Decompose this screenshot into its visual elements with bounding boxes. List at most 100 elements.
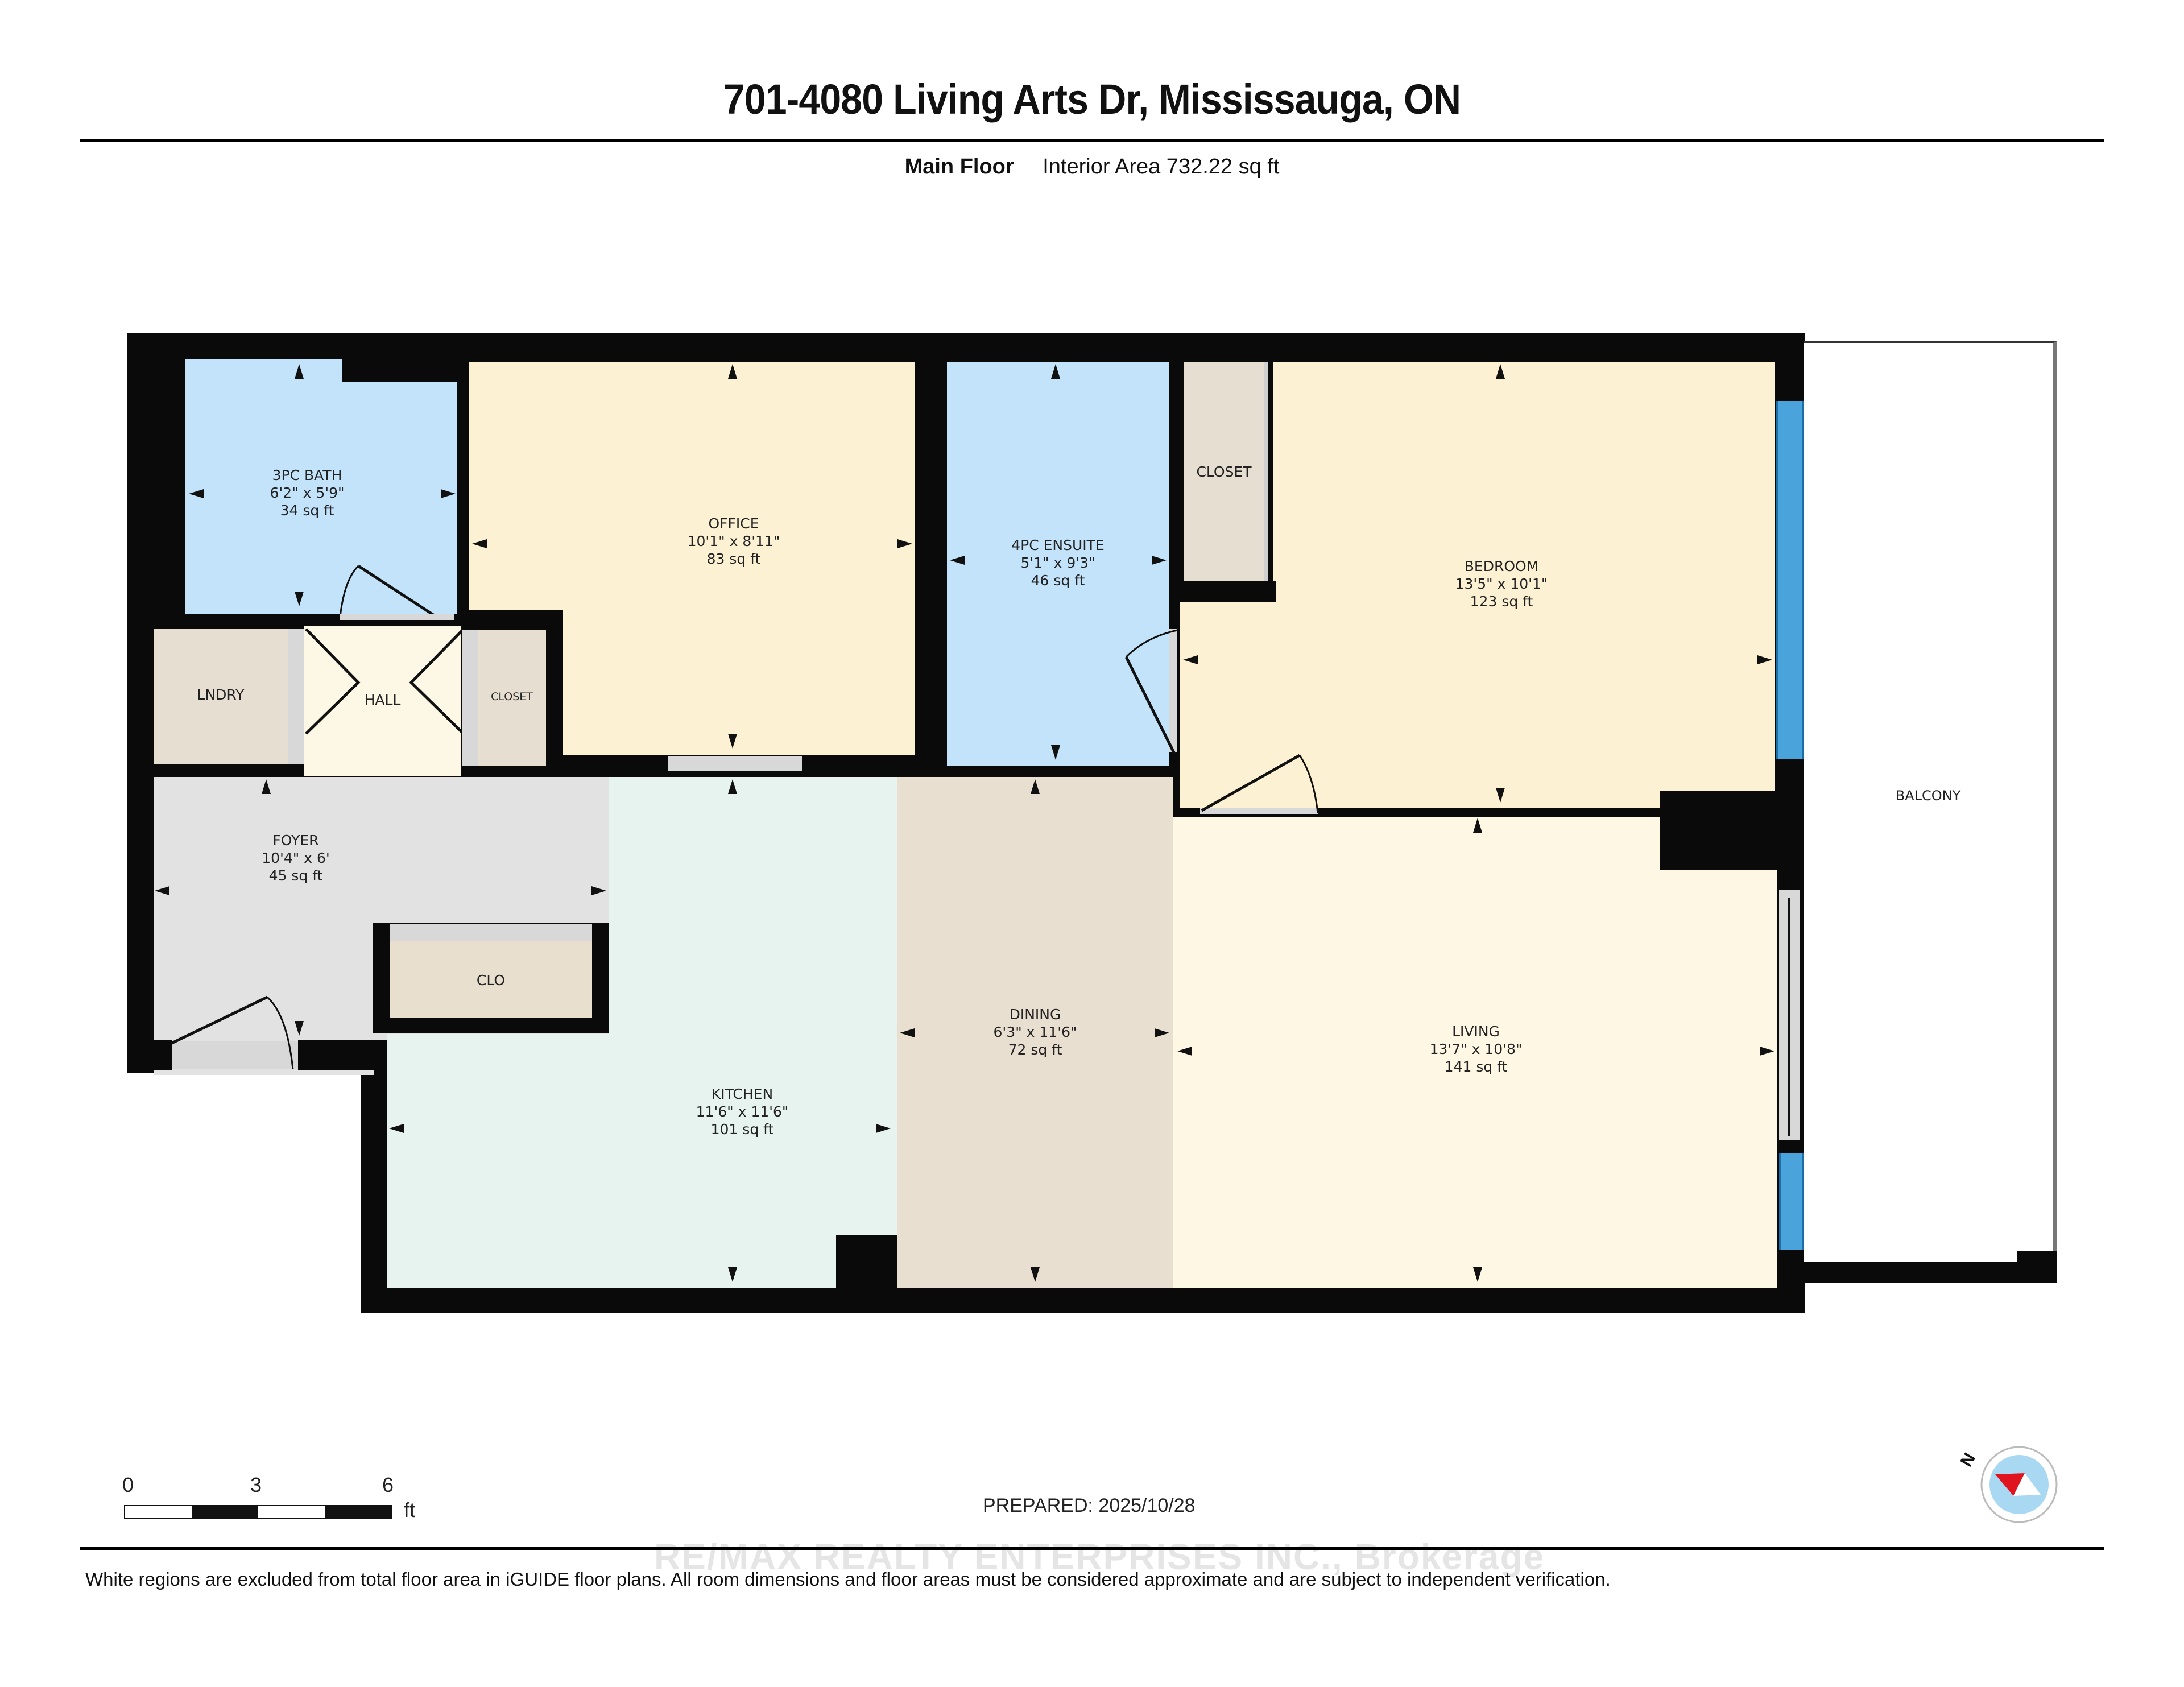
dim-arrow-icon xyxy=(189,489,204,498)
page-title: 701-4080 Living Arts Dr, Mississauga, ON xyxy=(723,76,1461,123)
dim-arrow-icon xyxy=(1496,788,1505,803)
dim-arrow-icon xyxy=(1496,364,1505,379)
room-label-foyer: FOYER 10'4" x 6' 45 sq ft xyxy=(262,832,330,884)
living-column xyxy=(1660,791,1780,870)
bedroom-door-opening xyxy=(1200,808,1318,814)
room-hall[interactable] xyxy=(304,626,461,776)
room-label-kitchen: KITCHEN 11'6" x 11'6" 101 sq ft xyxy=(696,1086,789,1138)
balcony-door-track xyxy=(1788,898,1790,1136)
foyer-bottom-wall-right xyxy=(298,1040,383,1070)
room-3pc-bath[interactable] xyxy=(185,359,457,614)
room-clo[interactable] xyxy=(390,941,592,1018)
room-dining[interactable] xyxy=(897,777,1173,1288)
interior-area: Interior Area 732.22 sq ft xyxy=(1043,155,1280,179)
footer-disclaimer: White regions are excluded from total fl… xyxy=(85,1569,1611,1590)
laundry-door xyxy=(288,629,304,764)
dim-arrow-icon xyxy=(876,1124,891,1133)
clo-sliding-door xyxy=(390,924,592,941)
entry-door-swing-icon xyxy=(169,995,294,1070)
room-label-3pc-bath: 3PC BATH 6'2" x 5'9" 34 sq ft xyxy=(270,467,345,519)
scale-bar: 0 3 6 ft xyxy=(119,1473,438,1524)
dim-arrow-icon xyxy=(389,1124,404,1133)
room-kitchen-lower xyxy=(387,1034,897,1288)
bedroom-window xyxy=(1776,401,1804,759)
ensuite-door-opening xyxy=(1169,629,1177,752)
dim-arrow-icon xyxy=(155,886,169,895)
room-living[interactable] xyxy=(1173,817,1777,1288)
room-label-hall: HALL xyxy=(364,692,401,708)
room-label-balcony: BALCONY xyxy=(1895,788,1961,804)
bath-door-swing-icon xyxy=(339,564,436,618)
floor-label: Main Floor xyxy=(904,155,1014,179)
dim-arrow-icon xyxy=(1031,1267,1040,1282)
room-4pc-ensuite[interactable] xyxy=(947,362,1169,766)
dim-arrow-icon xyxy=(728,1267,737,1282)
bath-wall-notch xyxy=(342,359,459,382)
scale-bar-graphic xyxy=(124,1505,392,1519)
footer-divider xyxy=(80,1547,2104,1550)
ensuite-door-swing-icon xyxy=(1124,629,1178,755)
dim-arrow-icon xyxy=(1183,655,1198,664)
compass-north-label: N xyxy=(1956,1450,1980,1470)
dim-arrow-icon xyxy=(1760,1047,1774,1056)
room-label-closet-bedroom: CLOSET xyxy=(1196,464,1252,480)
room-label-bedroom: BEDROOM 13'5" x 10'1" 123 sq ft xyxy=(1455,558,1548,610)
entry-door-opening[interactable] xyxy=(171,1041,299,1069)
dim-arrow-icon xyxy=(728,779,737,794)
dim-arrow-icon xyxy=(1051,745,1060,760)
room-laundry[interactable] xyxy=(154,629,288,764)
scale-tick-6: 6 xyxy=(382,1473,394,1496)
compass: N xyxy=(1957,1445,2065,1530)
dim-arrow-icon xyxy=(1152,556,1167,565)
dim-arrow-icon xyxy=(1177,1047,1192,1056)
room-label-laundry: LNDRY xyxy=(197,687,245,703)
room-office-notch xyxy=(563,611,915,755)
prepared-date: PREPARED: 2025/10/28 xyxy=(983,1495,1196,1516)
room-label-4pc-ensuite: 4PC ENSUITE 5'1" x 9'3" 46 sq ft xyxy=(1011,537,1105,589)
brokerage-watermark: RE/MAX REALTY ENTERPRISES INC., Brokerag… xyxy=(654,1536,1545,1577)
dim-arrow-icon xyxy=(262,779,271,794)
office-sliding-door xyxy=(668,756,802,771)
room-label-living: LIVING 13'7" x 10'8" 141 sq ft xyxy=(1429,1023,1523,1075)
dim-arrow-icon xyxy=(295,1021,304,1036)
dim-arrow-icon xyxy=(728,734,737,749)
header-divider xyxy=(80,139,2104,142)
floor-summary: Main Floor Interior Area 732.22 sq ft xyxy=(0,155,2184,179)
compass-icon xyxy=(1980,1446,2058,1523)
bedroom-closet-wall xyxy=(1180,581,1276,602)
floor-plan: 3PC BATH 6'2" x 5'9" 34 sq ft OFFICE 10'… xyxy=(127,333,2057,1313)
room-bedroom-lower xyxy=(1180,602,1775,808)
dim-arrow-icon xyxy=(441,489,456,498)
scale-tick-0: 0 xyxy=(122,1473,134,1496)
dim-arrow-icon xyxy=(1757,655,1772,664)
dim-arrow-icon xyxy=(295,364,304,379)
bedroom-door-swing-icon xyxy=(1201,754,1319,814)
room-label-closet-hall: CLOSET xyxy=(491,690,533,703)
room-closet-bedroom[interactable] xyxy=(1184,362,1264,581)
room-closet-hall[interactable] xyxy=(478,630,546,766)
dim-arrow-icon xyxy=(897,539,912,548)
living-window xyxy=(1779,1153,1804,1250)
balcony-bottom-post xyxy=(2017,1251,2057,1268)
dim-arrow-icon xyxy=(295,592,304,606)
hall-bifold-doors-icon xyxy=(305,628,465,735)
closet-door-track xyxy=(1264,362,1268,581)
dim-arrow-icon xyxy=(1473,1267,1482,1282)
room-balcony[interactable] xyxy=(1804,341,2057,1264)
dim-arrow-icon xyxy=(900,1028,915,1037)
dim-arrow-icon xyxy=(1473,818,1482,833)
bath-door-opening xyxy=(340,614,454,620)
dim-arrow-icon xyxy=(1051,364,1060,379)
dim-arrow-icon xyxy=(728,364,737,379)
room-label-clo: CLO xyxy=(476,972,506,989)
hall-closet-door xyxy=(462,630,478,766)
dim-arrow-icon xyxy=(950,556,965,565)
foyer-bottom-wall-left xyxy=(127,1040,172,1070)
dim-arrow-icon xyxy=(472,539,487,548)
scale-tick-3: 3 xyxy=(250,1473,262,1496)
balcony-bottom-wall xyxy=(1804,1262,2057,1283)
room-label-office: OFFICE 10'1" x 8'11" 83 sq ft xyxy=(687,515,780,567)
dim-arrow-icon xyxy=(1155,1028,1169,1037)
dim-arrow-icon xyxy=(592,886,606,895)
scale-unit: ft xyxy=(404,1498,416,1521)
